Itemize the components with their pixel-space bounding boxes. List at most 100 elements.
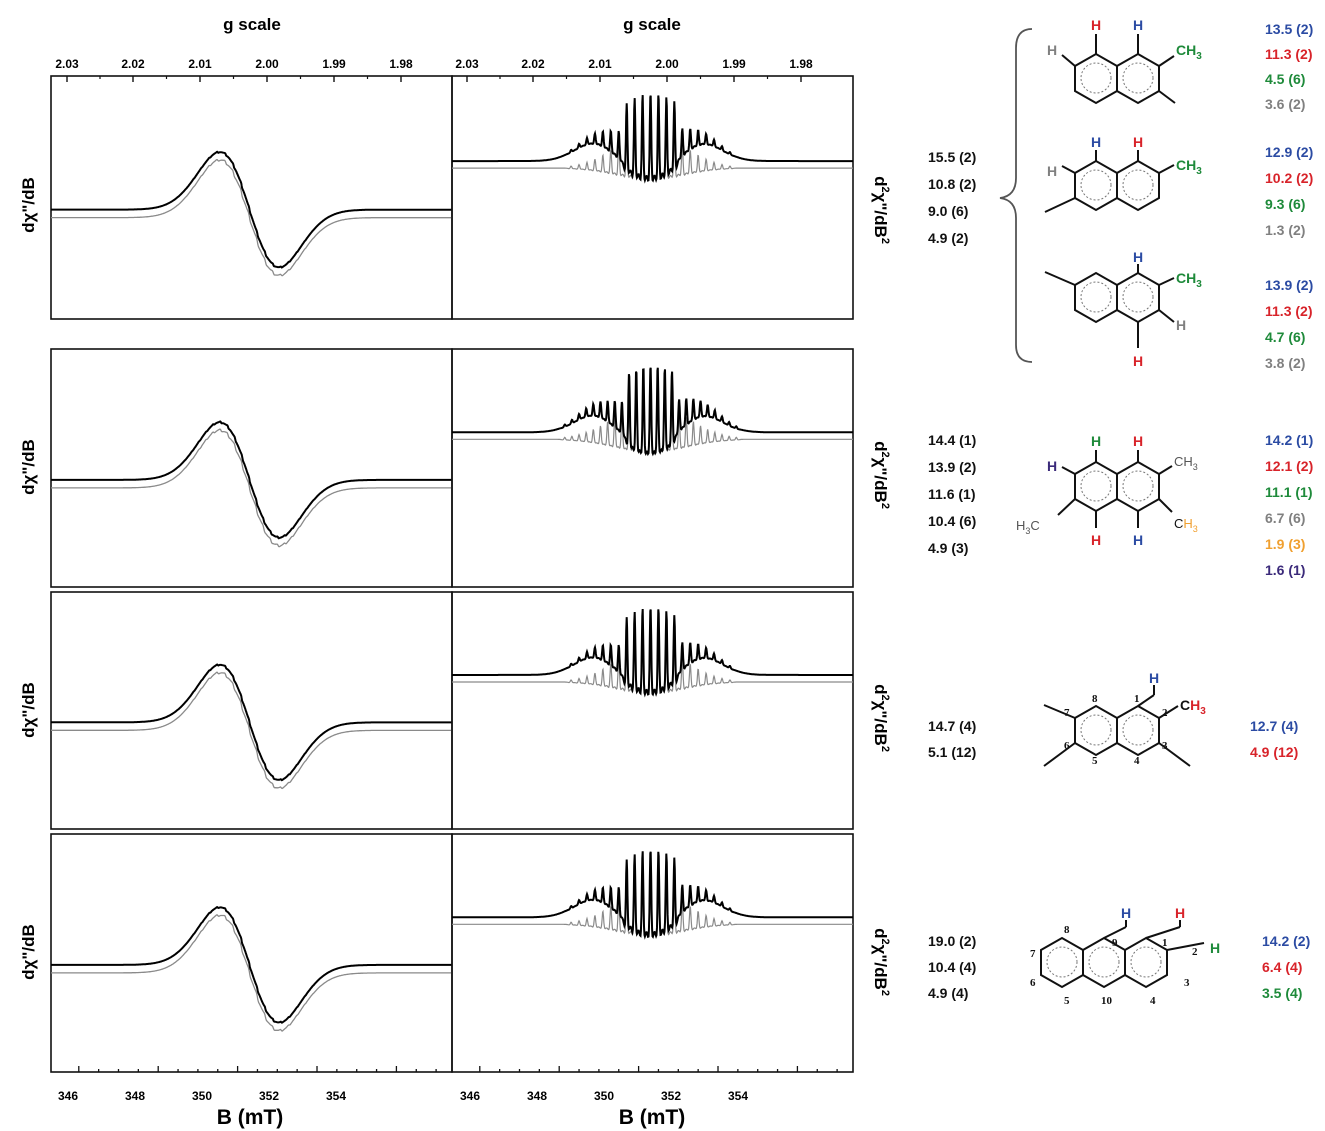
plot-frame (50, 591, 453, 830)
g-tick-label: 2.03 (55, 57, 79, 71)
methyl-sub: 3 (1193, 462, 1198, 472)
isomer-brace (999, 28, 1033, 363)
hfc-value: 10.2 (2) (1265, 170, 1313, 186)
ring-number: 2 (1192, 946, 1198, 958)
bond (1158, 309, 1175, 323)
hfc-value: 4.9 (4) (928, 985, 968, 1001)
hfc-value: 15.5 (2) (928, 149, 976, 165)
hfc-value: 10.8 (2) (928, 176, 976, 192)
bond (1137, 694, 1155, 707)
ring-number: 7 (1064, 707, 1070, 719)
h-atom: H (1149, 670, 1159, 686)
h-atom: H (1133, 17, 1143, 33)
bond (1043, 742, 1076, 767)
h-atom: H (1133, 433, 1143, 449)
y-label-second-derivative: d2χ"/dB2 (871, 176, 891, 244)
ring-number: 10 (1101, 995, 1113, 1007)
simulated-spectrum (51, 428, 452, 548)
g-ticks-left: 2.03 2.02 2.01 2.00 1.99 1.98 (55, 57, 413, 71)
ring-number: 2 (1162, 707, 1168, 719)
y2-mid: χ"/dB (871, 701, 890, 746)
hfc-value: 6.4 (4) (1262, 959, 1302, 975)
bond (1057, 498, 1076, 516)
aromatic-circle (1080, 470, 1112, 502)
g-scale-title-left: g scale (223, 15, 281, 34)
hfc-value: 4.9 (2) (928, 230, 968, 246)
ring-number: 4 (1134, 755, 1140, 767)
bond (1044, 271, 1076, 286)
structure-isomer-3: H H H CH3 (1044, 249, 1202, 369)
aromatic-circle (1130, 946, 1162, 978)
methyl-ch: CH (1174, 454, 1193, 469)
bond (1158, 164, 1175, 174)
hfc-value: 13.5 (2) (1265, 21, 1313, 37)
g-tick-label: 2.00 (255, 57, 279, 71)
b-tick-label: 346 (58, 1089, 78, 1103)
aromatic-circle (1088, 946, 1120, 978)
y2-sup: 2 (879, 694, 891, 700)
methyl-sub: 3 (1196, 51, 1202, 62)
ring-number: 1 (1162, 937, 1168, 949)
y2-d: d (871, 684, 890, 694)
methyl-h: H (1183, 516, 1192, 531)
simulated-spectrum (51, 671, 452, 790)
methyl-sub: 3 (1200, 706, 1206, 717)
plot-frame (451, 75, 854, 320)
methyl-group: CH3 (1174, 454, 1198, 472)
methyl-group: CH3 (1176, 157, 1202, 177)
y2-d: d (871, 928, 890, 938)
ring-number: 5 (1064, 995, 1070, 1007)
y2-mid: χ"/dB (871, 193, 890, 238)
g-tick-label: 2.03 (455, 57, 479, 71)
h-atom: H (1133, 532, 1143, 548)
b-ticks-right: 346 348 350 352 354 (460, 1089, 748, 1103)
aromatic-circle (1080, 169, 1112, 201)
hfc-value: 14.2 (1) (1265, 432, 1313, 448)
svg-text:d2χ"/dB2: d2χ"/dB2 (871, 176, 891, 244)
methyl-c: C (1174, 516, 1183, 531)
y-label-second-derivative: d2χ"/dB2 (871, 441, 891, 509)
g-tick-label: 2.02 (521, 57, 545, 71)
experimental-spectrum (51, 905, 452, 1024)
methyl-group: CH3 (1180, 697, 1206, 717)
hfc-value: 14.4 (1) (928, 432, 976, 448)
row2-structure-values: 14.2 (1) 12.1 (2) 11.1 (1) 6.7 (6) 1.9 (… (1265, 432, 1313, 578)
h-atom: H (1133, 353, 1143, 369)
experimental-spectrum (51, 150, 452, 269)
b-tick-label: 348 (125, 1089, 145, 1103)
x-axis-label-right: B (mT) (619, 1106, 686, 1129)
structure-isomer-2: H H H CH3 (1044, 134, 1202, 213)
hfc-value: 11.3 (2) (1265, 46, 1312, 62)
hfc-value: 10.4 (4) (928, 959, 976, 975)
hfc-value: 9.3 (6) (1265, 196, 1305, 212)
ring-number: 5 (1092, 755, 1098, 767)
bond (1044, 197, 1076, 213)
g-tick-label: 1.99 (322, 57, 346, 71)
hfc-value: 1.9 (3) (1265, 536, 1305, 552)
methyl-c: C (1030, 518, 1039, 533)
svg-text:d2χ"/dB2: d2χ"/dB2 (871, 441, 891, 509)
experimental-spectrum (452, 367, 853, 457)
plot-frame (451, 348, 854, 588)
bond (1158, 55, 1175, 67)
experimental-spectrum (51, 420, 452, 540)
row4-hfc-list: 19.0 (2) 10.4 (4) 4.9 (4) (928, 933, 976, 1001)
ring-number: 7 (1030, 948, 1036, 960)
hfc-value: 3.5 (4) (1262, 985, 1302, 1001)
aromatic-circle (1080, 281, 1112, 313)
ring-number: 8 (1064, 924, 1070, 936)
bond (1061, 165, 1076, 174)
experimental-spectrum (452, 851, 853, 940)
aromatic-circle (1046, 946, 1078, 978)
experimental-spectrum (452, 95, 853, 184)
methyl-ch: CH (1176, 270, 1196, 286)
methyl-sub: 3 (1196, 166, 1202, 177)
methyl-c: C (1180, 697, 1190, 713)
y2-mid: χ"/dB (871, 458, 890, 503)
g-tick-label: 2.02 (121, 57, 145, 71)
methyl-sub: 3 (1193, 524, 1198, 534)
b-ticks-left: 346 348 350 352 354 (58, 1089, 346, 1103)
ring-number: 1 (1134, 693, 1140, 705)
methyl-group: CH3 (1174, 516, 1198, 534)
hfc-value: 4.9 (3) (928, 540, 968, 556)
